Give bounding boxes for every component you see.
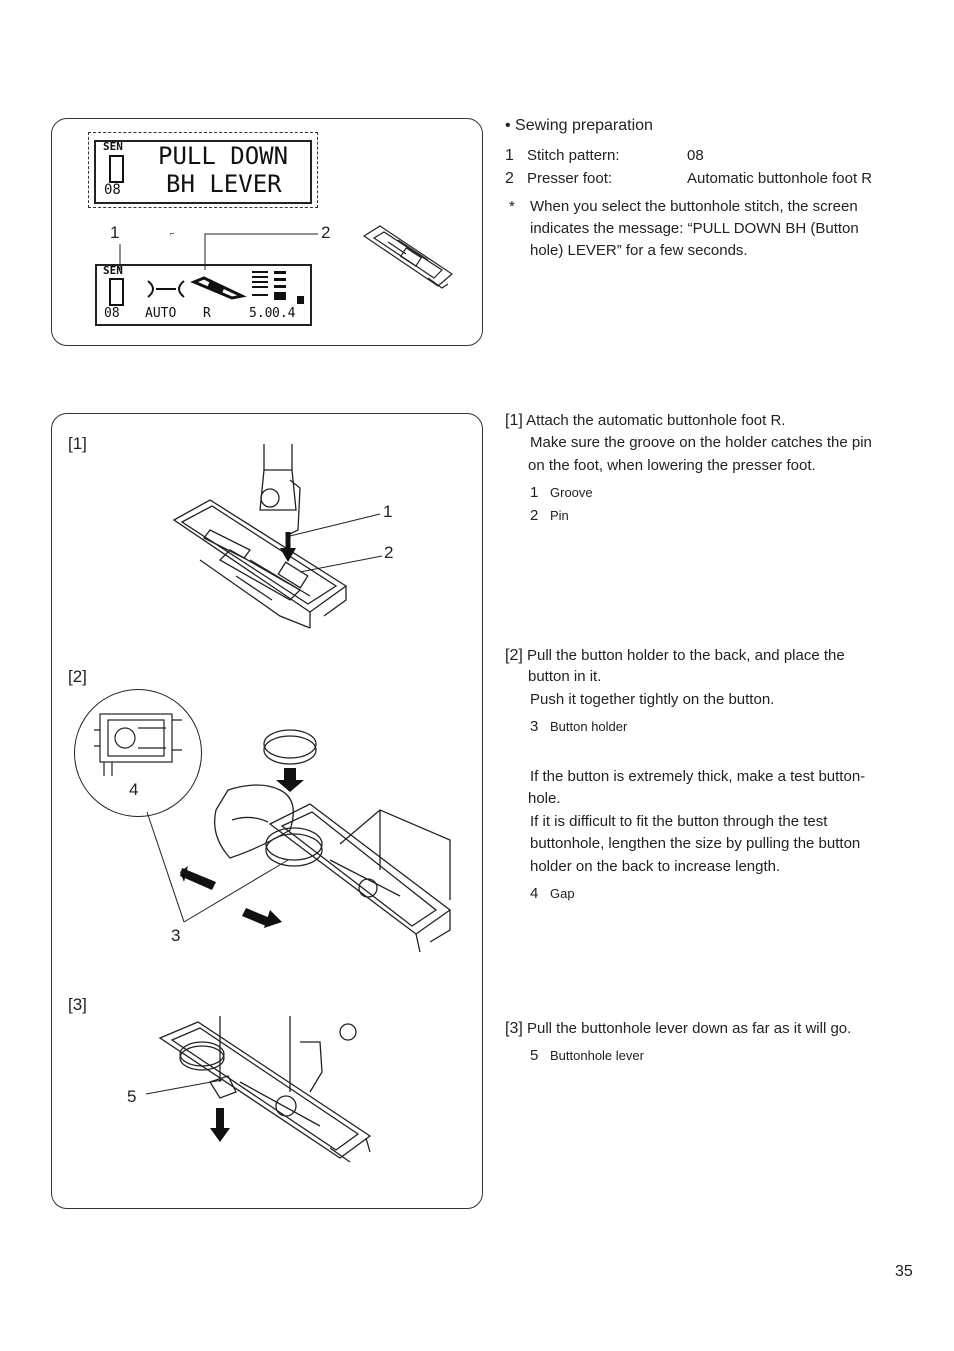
figure-1-callout-2: 2: [384, 543, 394, 562]
lcd-status-screen: [95, 264, 312, 326]
lcd-line2: BH LEVER: [166, 170, 282, 198]
figure-1-leaders: [289, 513, 383, 573]
prep-item-1-value: 08: [687, 147, 704, 164]
figure-3-pull-lever: [158, 1016, 372, 1163]
lcd-message-inner: [94, 140, 312, 204]
lcd-pattern: 08: [104, 182, 121, 198]
buttonhole-foot-sketch: [362, 225, 453, 289]
step-2-line-3: Push it together tightly on the button.: [530, 691, 775, 708]
figure-tag-3: [3]: [68, 995, 87, 1014]
prep-item-2-value: Automatic buttonhole foot R: [687, 170, 873, 187]
figure-3-leader: [145, 1079, 223, 1095]
setting-bars-icon: [252, 271, 304, 304]
step-2-line-2: button in it.: [528, 668, 602, 685]
lcd-message-screen: [88, 132, 318, 208]
figure-tag-2: [2]: [68, 667, 87, 686]
figure-2-callout-4: 4: [129, 780, 139, 799]
buttonhole-foot-lcd-icon: [190, 276, 247, 300]
prep-note-line-2: indicates the message: “PULL DOWN BH (Bu…: [530, 220, 859, 237]
lcd-value-length: 5.0: [249, 306, 273, 321]
step-3-line-1: [3] Pull the buttonhole lever down as fa…: [505, 1020, 852, 1037]
figure-1-attach-foot: [172, 444, 348, 629]
stitch-symbol-icon: [147, 280, 185, 298]
prep-heading: • Sewing preparation: [505, 117, 653, 134]
figure-2-detail-circle: [74, 689, 202, 817]
step-2-para-4: buttonhole, lengthen the size by pulling…: [530, 835, 861, 852]
step-1-line-2: Make sure the groove on the holder catch…: [530, 434, 872, 451]
figure-2-detail-foot: [94, 713, 182, 776]
prep-note-line-3: hole) LEVER” for a few seconds.: [530, 242, 748, 259]
callout-1: 1: [110, 223, 120, 242]
prep-note-mark: *: [509, 198, 515, 215]
page-number: 35: [895, 1263, 913, 1280]
figure-2-leaders: [146, 811, 289, 923]
step-2-para-1: If the button is extremely thick, make a…: [530, 768, 866, 785]
step-2-line-1: [2] Pull the button holder to the back, …: [505, 647, 845, 664]
figure-3-callout-5: 5: [127, 1087, 137, 1106]
figure-2-callout-3: 3: [171, 926, 181, 945]
lcd-foot: R: [203, 306, 211, 321]
step-1-line-1: [1] Attach the automatic buttonhole foot…: [505, 412, 786, 429]
lcd-auto: AUTO: [145, 306, 177, 321]
step-2-para-2: hole.: [528, 790, 561, 807]
figure-tag-1: [1]: [68, 434, 87, 453]
step-2-para-5: holder on the back to increase length.: [530, 858, 781, 875]
lcd-line1: PULL DOWN: [158, 142, 289, 170]
lcd-status-mode: SEN: [103, 264, 123, 277]
lcd-mode: SEN: [103, 140, 123, 153]
lcd-value-width: 0.4: [272, 306, 296, 321]
lcd-digit-box: [109, 155, 124, 183]
step-2-para-3: If it is difficult to fit the button thr…: [530, 813, 828, 830]
lcd-status-pattern: 08: [104, 306, 120, 321]
lcd-status-digit-box: [109, 278, 124, 306]
figure-2-place-button: [180, 729, 452, 953]
callout-2: 2: [321, 223, 331, 242]
figure-1-callout-1: 1: [383, 502, 393, 521]
svg-text:⌐: ⌐: [170, 229, 175, 238]
step-1-line-3: on the foot, when lowering the presser f…: [528, 457, 816, 474]
prep-note-line-1: When you select the buttonhole stitch, t…: [530, 198, 858, 215]
